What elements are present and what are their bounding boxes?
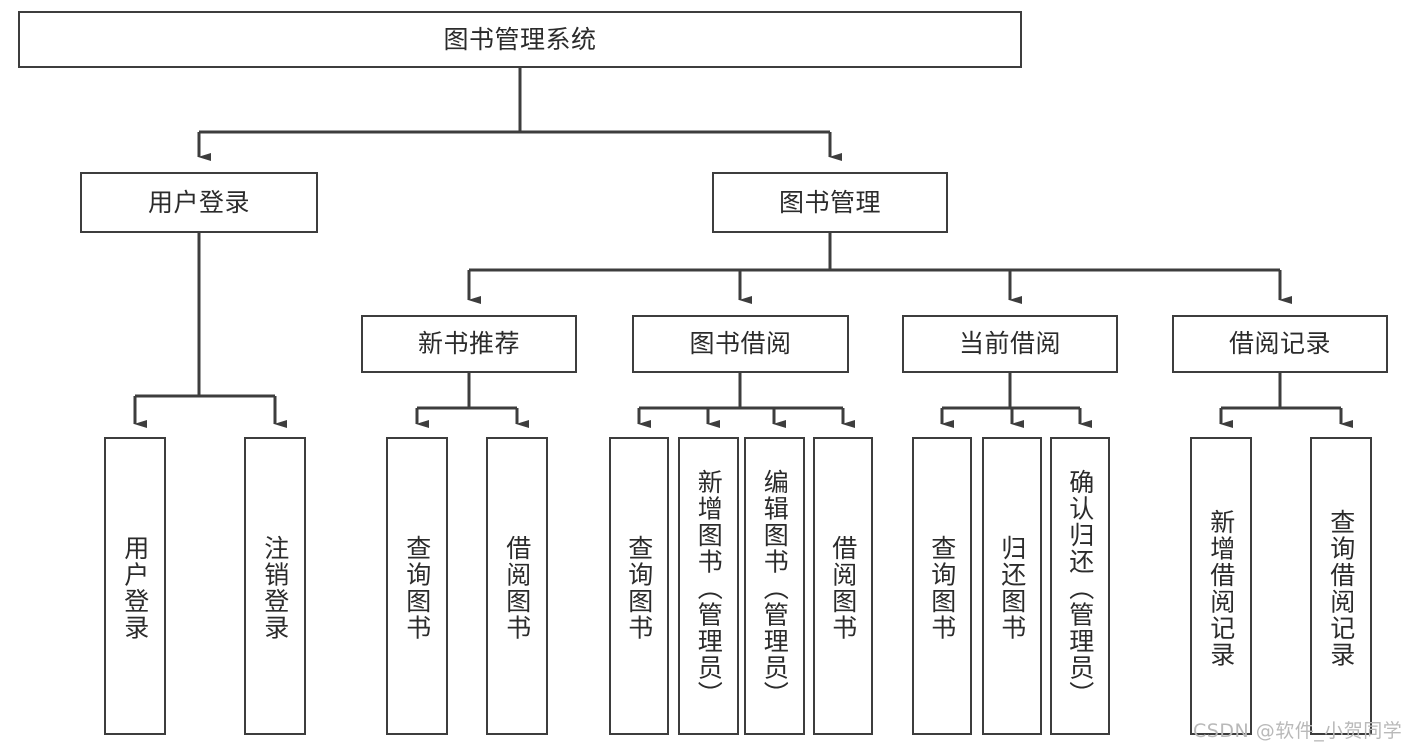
node-borrow-record[interactable]: 借阅记录 bbox=[1172, 315, 1388, 373]
node-book-borrow[interactable]: 图书借阅 bbox=[632, 315, 849, 373]
node-user-login[interactable]: 用户登录 bbox=[80, 172, 318, 233]
node-leaf-add-book-label: 新增图书（管理员） bbox=[694, 468, 724, 708]
node-leaf-borrow-book-2[interactable]: 借阅图书 bbox=[813, 437, 873, 735]
node-leaf-query-book-2[interactable]: 查询图书 bbox=[609, 437, 669, 735]
node-leaf-add-record[interactable]: 新增借阅记录 bbox=[1190, 437, 1252, 735]
node-root-label: 图书管理系统 bbox=[443, 24, 597, 54]
node-root[interactable]: 图书管理系统 bbox=[18, 11, 1022, 68]
node-book-management[interactable]: 图书管理 bbox=[712, 172, 948, 233]
node-leaf-return-book[interactable]: 归还图书 bbox=[982, 437, 1042, 735]
node-leaf-add-record-label: 新增借阅记录 bbox=[1206, 508, 1236, 668]
node-leaf-query-book-2-label: 查询图书 bbox=[624, 535, 654, 641]
node-leaf-logout[interactable]: 注销登录 bbox=[244, 437, 306, 735]
node-new-book-recommend-label: 新书推荐 bbox=[417, 329, 520, 358]
node-leaf-query-record[interactable]: 查询借阅记录 bbox=[1310, 437, 1372, 735]
node-leaf-borrow-book-1-label: 借阅图书 bbox=[502, 535, 532, 641]
node-leaf-query-book-1-label: 查询图书 bbox=[402, 535, 432, 641]
node-leaf-confirm-return-label: 确认归还（管理员） bbox=[1065, 468, 1095, 708]
node-book-borrow-label: 图书借阅 bbox=[689, 329, 792, 358]
node-leaf-add-book[interactable]: 新增图书（管理员） bbox=[678, 437, 739, 735]
node-leaf-query-book-3-label: 查询图书 bbox=[927, 535, 957, 641]
node-leaf-query-record-label: 查询借阅记录 bbox=[1326, 508, 1356, 668]
node-current-borrow[interactable]: 当前借阅 bbox=[902, 315, 1118, 373]
node-leaf-user-login-label: 用户登录 bbox=[120, 535, 150, 641]
node-leaf-borrow-book-1[interactable]: 借阅图书 bbox=[486, 437, 548, 735]
node-leaf-user-login[interactable]: 用户登录 bbox=[104, 437, 166, 735]
node-current-borrow-label: 当前借阅 bbox=[958, 329, 1061, 358]
node-leaf-query-book-1[interactable]: 查询图书 bbox=[386, 437, 448, 735]
node-leaf-confirm-return[interactable]: 确认归还（管理员） bbox=[1050, 437, 1110, 735]
node-borrow-record-label: 借阅记录 bbox=[1228, 329, 1331, 358]
node-leaf-query-book-3[interactable]: 查询图书 bbox=[912, 437, 972, 735]
node-leaf-edit-book-label: 编辑图书（管理员） bbox=[760, 468, 790, 708]
node-leaf-logout-label: 注销登录 bbox=[260, 535, 290, 641]
node-leaf-return-book-label: 归还图书 bbox=[997, 535, 1027, 641]
node-leaf-edit-book[interactable]: 编辑图书（管理员） bbox=[744, 437, 805, 735]
node-book-management-label: 图书管理 bbox=[778, 187, 881, 217]
node-user-login-label: 用户登录 bbox=[147, 187, 250, 217]
node-leaf-borrow-book-2-label: 借阅图书 bbox=[828, 535, 858, 641]
node-new-book-recommend[interactable]: 新书推荐 bbox=[361, 315, 577, 373]
